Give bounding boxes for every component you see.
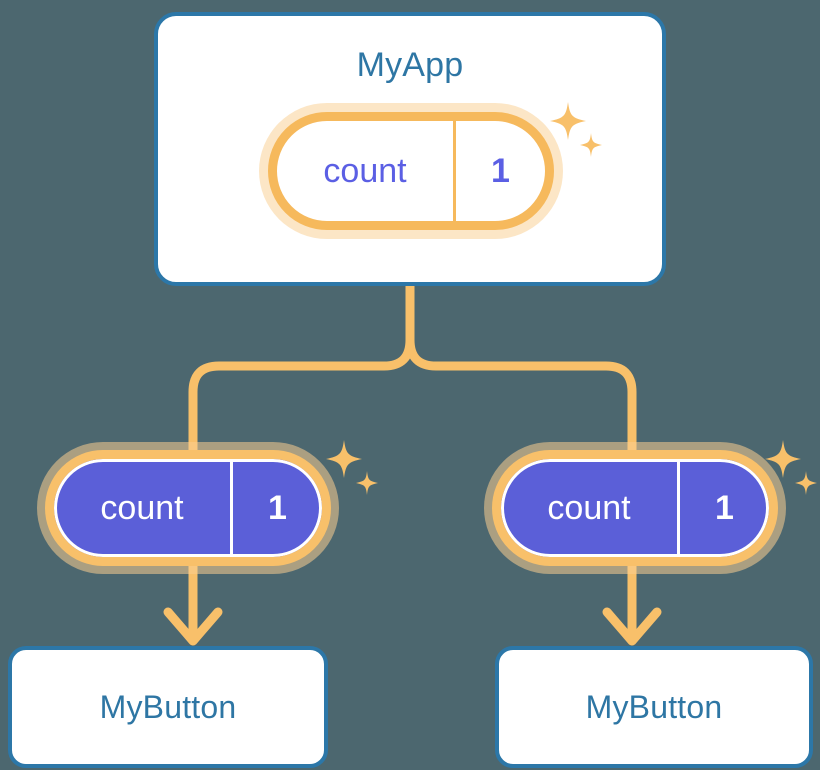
page-title: MyApp [356,46,464,84]
branch-connector [405,281,637,455]
state-pill-value: 1 [453,121,545,221]
state-pill-root[interactable]: count 1 [268,112,554,230]
state-pill-left-wrapper: count 1 [45,450,331,566]
branch-connector [188,281,415,455]
state-pill-right-wrapper: count 1 [492,450,778,566]
sparkle-four-point-small-icon [356,471,378,495]
state-pill-key: count [547,489,631,527]
arrow-down-icon [602,566,662,646]
component-card-mybutton-right[interactable]: MyButton [495,646,813,768]
state-pill-value: 1 [230,459,322,557]
state-pill-child-left[interactable]: count 1 [45,450,331,566]
sparkle-four-point-large-icon [326,440,362,478]
state-pill-key: count [100,489,184,527]
state-pill-root-wrapper: count 1 [268,112,554,230]
component-card-mybutton-left[interactable]: MyButton [8,646,328,768]
arrow-down-icon [163,566,223,646]
state-pill-value: 1 [677,459,769,557]
state-pill-child-right[interactable]: count 1 [492,450,778,566]
state-pill-key: count [323,152,407,190]
component-card-label: MyButton [585,689,723,725]
component-card-label: MyButton [99,689,237,725]
sparkle-four-point-small-icon [795,471,817,495]
